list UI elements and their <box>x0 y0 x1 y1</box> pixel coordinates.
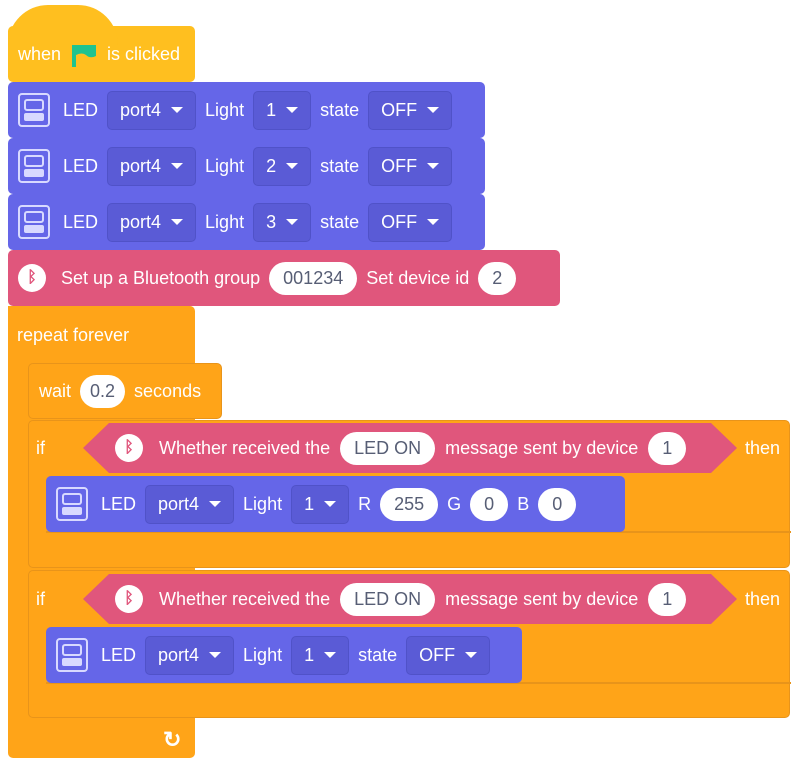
loop-arrow-icon: ↻ <box>163 727 182 752</box>
condition-label: Whether received the <box>159 437 331 458</box>
group-input[interactable]: 001234 <box>269 261 358 295</box>
device-input[interactable]: 1 <box>648 583 686 616</box>
led-state-block[interactable]: LED port4 Light 1 state OFF <box>46 627 522 683</box>
g-label: G <box>447 493 462 514</box>
g-input[interactable]: 0 <box>470 487 509 521</box>
then-label: then <box>745 438 781 458</box>
state-dropdown[interactable]: OFF <box>368 146 453 186</box>
caret-down-icon <box>427 107 440 113</box>
r-label: R <box>358 493 372 514</box>
is-clicked-label: is clicked <box>107 43 181 64</box>
led-icon <box>18 93 50 127</box>
caret-down-icon <box>286 107 299 113</box>
port-dropdown[interactable]: port4 <box>107 90 197 130</box>
bluetooth-setup-block[interactable]: ᛒ Set up a Bluetooth group 001234 Set de… <box>8 250 560 306</box>
led-icon <box>18 205 50 239</box>
bluetooth-icon: ᛒ <box>115 585 143 613</box>
device-id-input[interactable]: 2 <box>478 261 517 295</box>
led-label: LED <box>63 211 99 232</box>
caret-down-icon <box>465 652 478 658</box>
led-label: LED <box>63 155 99 176</box>
light-dropdown[interactable]: 1 <box>291 635 350 675</box>
led-rgb-block[interactable]: LED port4 Light 1 R 255 G 0 B 0 <box>46 476 625 532</box>
wait-block[interactable]: wait 0.2 seconds <box>28 363 222 419</box>
condition-label: message sent by device <box>445 588 639 609</box>
wait-seconds-input[interactable]: 0.2 <box>80 374 126 408</box>
led-icon <box>18 149 50 183</box>
led-state-block[interactable]: LED port4 Light 1 state OFF <box>8 82 485 138</box>
light-dropdown[interactable]: 1 <box>291 484 350 524</box>
state-label: state <box>320 155 360 176</box>
r-input[interactable]: 255 <box>380 487 439 521</box>
caret-down-icon <box>286 219 299 225</box>
light-label: Light <box>205 155 245 176</box>
bluetooth-group-label: Set up a Bluetooth group <box>61 267 261 288</box>
if-label: if <box>36 438 45 458</box>
repeat-forever-arm <box>8 306 28 726</box>
led-label: LED <box>101 644 137 665</box>
light-label: Light <box>205 211 245 232</box>
state-dropdown[interactable]: OFF <box>368 90 453 130</box>
when-label: when <box>18 43 62 64</box>
light-dropdown[interactable]: 3 <box>253 202 312 242</box>
if-label: if <box>36 589 45 609</box>
if-body-gap <box>46 682 791 684</box>
light-dropdown[interactable]: 1 <box>253 90 312 130</box>
wait-label: wait <box>39 380 72 401</box>
led-label: LED <box>101 493 137 514</box>
state-label: state <box>320 211 360 232</box>
condition-label: message sent by device <box>445 437 639 458</box>
port-dropdown[interactable]: port4 <box>145 635 235 675</box>
b-input[interactable]: 0 <box>538 487 577 521</box>
caret-down-icon <box>324 501 337 507</box>
hat-cap <box>8 5 118 45</box>
seconds-label: seconds <box>134 380 202 401</box>
caret-down-icon <box>324 652 337 658</box>
bluetooth-icon: ᛒ <box>18 264 46 292</box>
state-dropdown[interactable]: OFF <box>406 635 491 675</box>
light-label: Light <box>205 99 245 120</box>
bluetooth-icon: ᛒ <box>115 434 143 462</box>
led-label: LED <box>63 99 99 120</box>
then-label: then <box>745 589 781 609</box>
repeat-forever-label: repeat forever <box>17 325 130 345</box>
device-input[interactable]: 1 <box>648 432 686 465</box>
bluetooth-received-condition[interactable]: ᛒ Whether received the LED ON message se… <box>83 574 737 624</box>
caret-down-icon <box>427 219 440 225</box>
light-label: Light <box>243 493 283 514</box>
caret-down-icon <box>171 219 184 225</box>
caret-down-icon <box>209 652 222 658</box>
led-icon <box>56 487 88 521</box>
caret-down-icon <box>171 163 184 169</box>
state-label: state <box>320 99 360 120</box>
if-body-gap <box>46 531 791 533</box>
led-state-block[interactable]: LED port4 Light 3 state OFF <box>8 194 485 250</box>
caret-down-icon <box>427 163 440 169</box>
light-dropdown[interactable]: 2 <box>253 146 312 186</box>
message-input[interactable]: LED ON <box>340 583 435 616</box>
led-icon <box>56 638 88 672</box>
light-label: Light <box>243 644 283 665</box>
condition-label: Whether received the <box>159 588 331 609</box>
caret-down-icon <box>209 501 222 507</box>
message-input[interactable]: LED ON <box>340 432 435 465</box>
caret-down-icon <box>286 163 299 169</box>
bluetooth-received-condition[interactable]: ᛒ Whether received the LED ON message se… <box>83 423 737 473</box>
port-dropdown[interactable]: port4 <box>107 146 197 186</box>
caret-down-icon <box>171 107 184 113</box>
device-id-label: Set device id <box>366 267 470 288</box>
state-dropdown[interactable]: OFF <box>368 202 453 242</box>
port-dropdown[interactable]: port4 <box>145 484 235 524</box>
led-state-block[interactable]: LED port4 Light 2 state OFF <box>8 138 485 194</box>
port-dropdown[interactable]: port4 <box>107 202 197 242</box>
state-label: state <box>358 644 398 665</box>
b-label: B <box>517 493 530 514</box>
